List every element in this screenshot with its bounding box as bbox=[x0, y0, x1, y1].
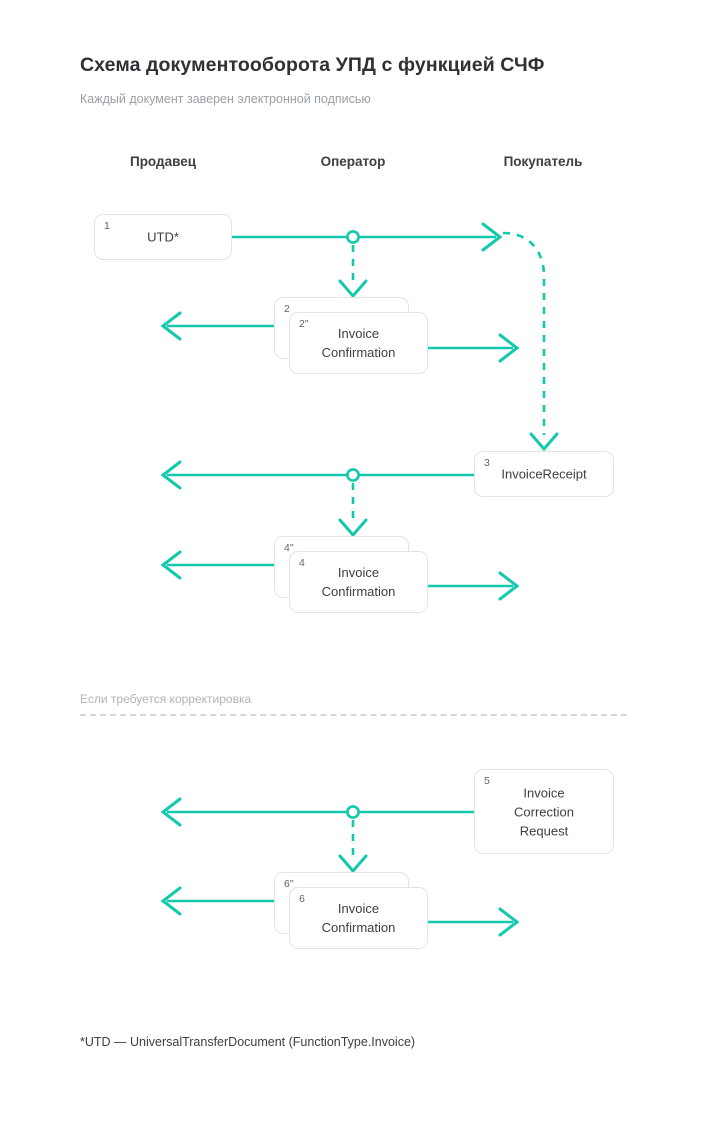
flow-2-to-buyer-arrowhead bbox=[498, 333, 520, 363]
flow-1-seller-to-buyer-node bbox=[346, 230, 360, 244]
junction-circle-icon bbox=[346, 230, 360, 244]
flow-6-to-seller-arrowhead bbox=[160, 886, 182, 916]
flow-3-to-seller-node bbox=[346, 468, 360, 482]
card-number: 4 bbox=[299, 557, 305, 569]
flow-2-to-seller-arrowhead bbox=[160, 311, 182, 341]
card-number: 4" bbox=[284, 542, 294, 554]
flow-4-to-buyer-arrowhead bbox=[498, 571, 520, 601]
flow-1-curve-to-step-3-arrowhead bbox=[529, 432, 559, 452]
card-number: 6" bbox=[284, 878, 294, 890]
card-label: UTD* bbox=[147, 229, 179, 245]
column-header-1: Оператор bbox=[320, 154, 386, 169]
card-number: 2 bbox=[284, 303, 290, 315]
flow-1-curve-to-step-3-path bbox=[502, 231, 546, 435]
card-label: Invoice Correction Request bbox=[514, 785, 574, 838]
footnote-utd: *UTD — UniversalTransferDocument (Functi… bbox=[80, 1035, 416, 1049]
section-divider bbox=[80, 714, 627, 716]
correction-section-label: Если требуется корректировка bbox=[80, 692, 252, 706]
flow-1-seller-to-buyer-arrowhead bbox=[481, 222, 503, 252]
card-label: Invoice Confirmation bbox=[321, 326, 396, 360]
flow-3-to-seller-arrowhead bbox=[160, 460, 182, 490]
junction-circle-icon bbox=[346, 468, 360, 482]
flow-op-down-to-step-4-arrowhead bbox=[338, 518, 368, 538]
flow-op-down-to-step-2-arrowhead bbox=[338, 279, 368, 299]
card-number: 5 bbox=[484, 775, 490, 787]
card-number: 6 bbox=[299, 893, 305, 905]
card-label: InvoiceReceipt bbox=[501, 466, 587, 482]
flow-6-to-buyer-arrowhead bbox=[498, 907, 520, 937]
document-card-step-2-front[interactable]: 2" Invoice Confirmation bbox=[289, 312, 428, 374]
card-label: Invoice Confirmation bbox=[321, 901, 396, 935]
card-label: Invoice Confirmation bbox=[321, 565, 396, 599]
flow-5-to-seller-arrowhead bbox=[160, 797, 182, 827]
card-number: 2" bbox=[299, 318, 309, 330]
junction-circle-icon bbox=[346, 805, 360, 819]
flow-op-down-to-step-6-arrowhead bbox=[338, 854, 368, 874]
column-header-2: Покупатель bbox=[503, 154, 583, 169]
card-number: 1 bbox=[104, 220, 110, 232]
flow-5-to-seller-node bbox=[346, 805, 360, 819]
card-number: 3 bbox=[484, 457, 490, 469]
page-subtitle: Каждый документ заверен электронной подп… bbox=[80, 92, 371, 106]
flow-4-to-seller-arrowhead bbox=[160, 550, 182, 580]
column-header-0: Продавец bbox=[129, 154, 197, 169]
page-title: Схема документооборота УПД с функцией СЧ… bbox=[80, 54, 545, 76]
